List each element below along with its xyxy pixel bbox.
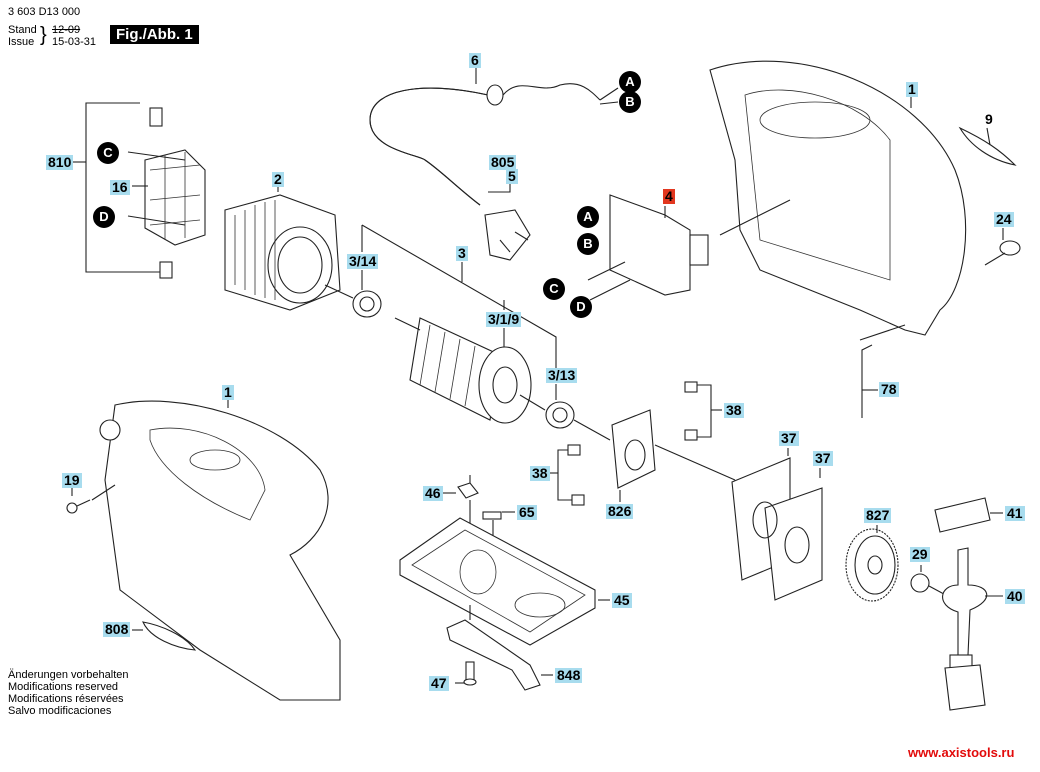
screw-19: [66, 484, 116, 514]
part-label-45[interactable]: 45: [612, 592, 632, 608]
connector-a-cable: A: [619, 71, 641, 93]
part-826: [611, 409, 736, 502]
lever-848: [446, 605, 553, 691]
brace: }: [40, 24, 47, 46]
issue-label: Issue: [8, 36, 35, 48]
clips-38-right: [684, 381, 722, 441]
part-label-1-housing-right[interactable]: 1: [906, 81, 918, 97]
stator: [224, 180, 341, 311]
part-808-shape: [142, 621, 197, 651]
part-label-1-housing-left[interactable]: 1: [222, 384, 234, 400]
part-label-78[interactable]: 78: [879, 381, 899, 397]
part-label-65[interactable]: 65: [517, 504, 537, 520]
clips-38-left: [549, 444, 585, 506]
part-number: 3 603 D13 000: [8, 6, 81, 18]
part-label-3-14[interactable]: 3/14: [347, 253, 379, 269]
part-label-40[interactable]: 40: [1005, 588, 1025, 604]
armature: [394, 317, 546, 424]
notice-es: Salvo modificaciones: [8, 705, 112, 717]
connector-d-switch: D: [570, 296, 592, 318]
connector-a-switch: A: [577, 206, 599, 228]
part-label-24[interactable]: 24: [994, 211, 1014, 227]
part-label-810[interactable]: 810: [46, 154, 74, 170]
part-label-6[interactable]: 6: [469, 52, 481, 68]
plates-37: [731, 448, 823, 601]
switch: [587, 194, 709, 301]
part-label-9[interactable]: 9: [985, 111, 993, 127]
part-label-826[interactable]: 826: [606, 503, 634, 519]
connector-c-brush: C: [97, 142, 119, 164]
part-label-5[interactable]: 5: [506, 168, 518, 184]
part-label-38-right[interactable]: 38: [724, 402, 744, 418]
gear-827: [845, 525, 899, 602]
base-plate: [399, 517, 610, 646]
part-label-2[interactable]: 2: [272, 171, 284, 187]
modifications-notice: Änderungen vorbehalten Modifications res…: [8, 669, 128, 717]
part-label-3-13[interactable]: 3/13: [546, 367, 578, 383]
housing-half-right: [709, 60, 967, 341]
part-9-shape: [958, 126, 1017, 166]
part-label-46[interactable]: 46: [423, 485, 443, 501]
power-plug: [484, 184, 531, 261]
notice-de: Änderungen vorbehalten: [8, 669, 129, 681]
part-label-805[interactable]: 805: [489, 154, 517, 170]
old-date: 12-09: [52, 24, 81, 36]
part-label-808[interactable]: 808: [103, 621, 131, 637]
part-label-41[interactable]: 41: [1005, 505, 1025, 521]
screw-47: [455, 661, 477, 686]
part-label-19[interactable]: 19: [62, 472, 82, 488]
bearing-3-14: [324, 284, 382, 318]
new-date: 15-03-31: [52, 36, 97, 48]
part-label-29[interactable]: 29: [910, 546, 930, 562]
part-label-827[interactable]: 827: [864, 507, 892, 523]
part-label-3[interactable]: 3: [456, 245, 468, 261]
watermark-link[interactable]: www.axistools.ru: [908, 745, 1015, 760]
notice-fr: Modifications réservées: [8, 693, 124, 705]
part-label-37-b[interactable]: 37: [813, 450, 833, 466]
housing-half-left: [99, 398, 341, 701]
brush-holder-group: [70, 102, 206, 279]
allen-key: [861, 344, 873, 418]
figure-label: Fig./Abb. 1: [110, 25, 199, 44]
connector-c-switch: C: [543, 278, 565, 300]
part-label-16[interactable]: 16: [110, 179, 130, 195]
part-label-848[interactable]: 848: [555, 667, 583, 683]
part-label-38-left[interactable]: 38: [530, 465, 550, 481]
connector-b-cable: B: [619, 91, 641, 113]
part-24-pin: [984, 228, 1021, 266]
notice-en: Modifications reserved: [8, 681, 119, 693]
roller-29: [910, 565, 956, 601]
part-label-3-1-9[interactable]: 3/1/9: [486, 311, 522, 327]
power-cable: [369, 68, 619, 206]
part-label-37-a[interactable]: 37: [779, 430, 799, 446]
stand-label: Stand: [8, 24, 37, 36]
part-label-4-highlighted[interactable]: 4: [663, 188, 675, 204]
connector-d-brush: D: [93, 206, 115, 228]
bearing-3-13: [545, 401, 611, 441]
plunger-assembly: [934, 497, 1003, 711]
part-label-47[interactable]: 47: [429, 675, 449, 691]
connector-b-switch: B: [577, 233, 599, 255]
